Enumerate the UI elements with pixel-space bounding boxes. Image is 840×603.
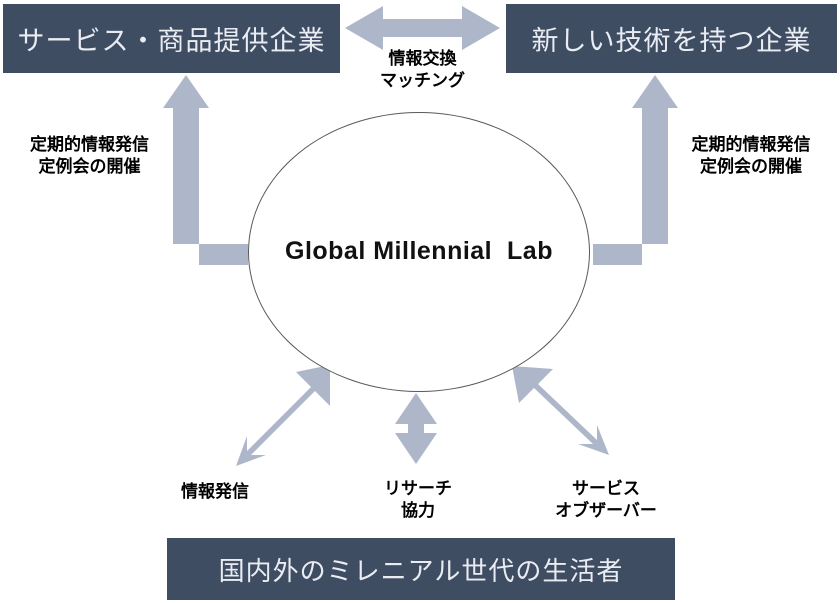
- caption-right-regular-information: 定期的情報発信 定例会の開催: [691, 135, 811, 176]
- caption-information-exchange-matching: 情報交換 マッチング: [380, 49, 465, 90]
- box-service-product-companies: サービス・商品提供企業: [3, 4, 340, 73]
- caption-research-cooperation: リサーチ 協力: [384, 479, 452, 520]
- double-arrow-vertical-icon: [395, 393, 437, 464]
- double-arrow-diagonal-icon: [512, 366, 609, 455]
- center-ellipse: [248, 112, 590, 392]
- double-arrow-horizontal-icon: [345, 6, 500, 50]
- double-arrow-diagonal-icon: [236, 365, 330, 466]
- caption-service-observer: サービス オブザーバー: [555, 479, 657, 520]
- caption-information-dissemination: 情報発信: [181, 482, 249, 501]
- center-label-global-millennial-lab: Global Millennial Lab: [285, 236, 553, 265]
- box-new-technology-companies: 新しい技術を持つ企業: [506, 4, 837, 73]
- caption-left-regular-information: 定期的情報発信 定例会の開催: [30, 135, 149, 176]
- box-millennial-consumers: 国内外のミレニアル世代の生活者: [167, 538, 675, 600]
